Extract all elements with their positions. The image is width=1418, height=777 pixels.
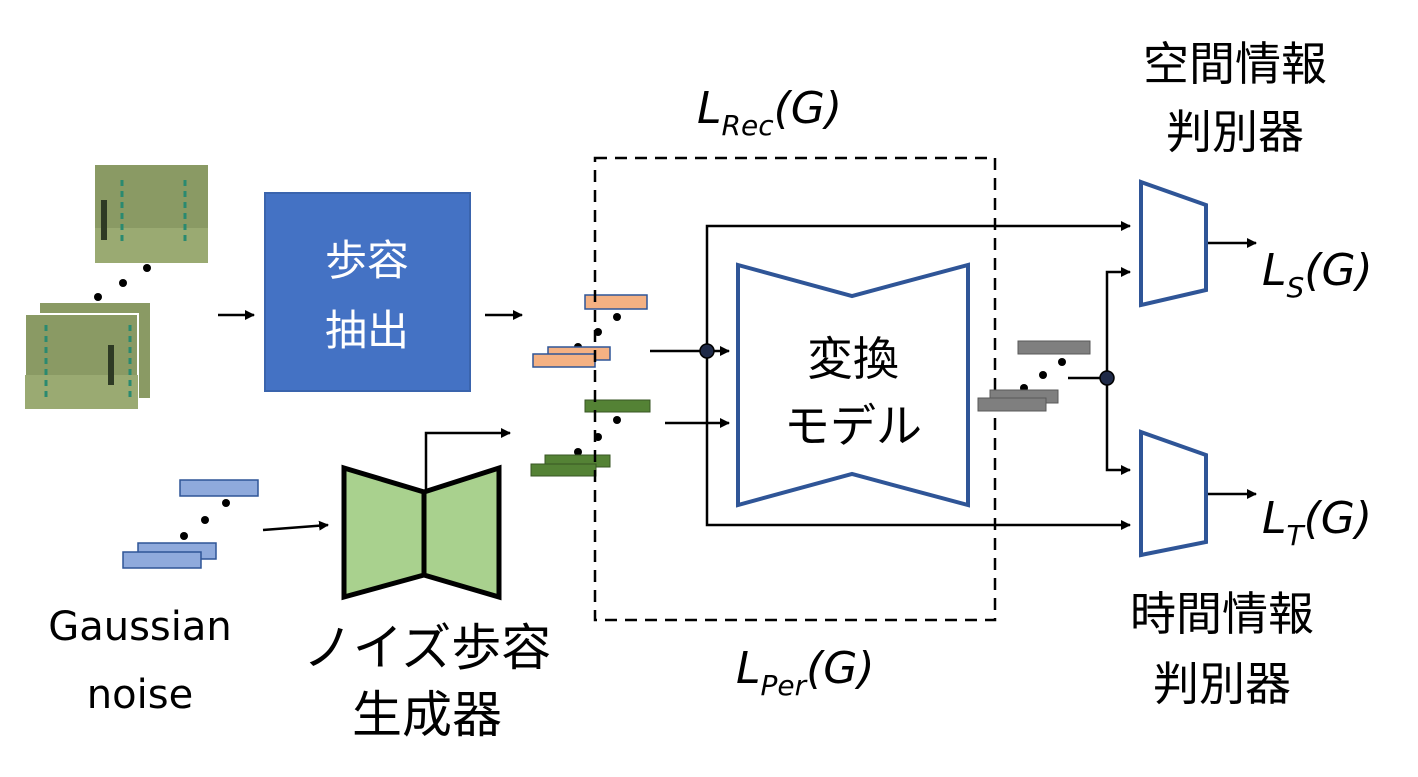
- spatial-discriminator-label-1: 空間情報: [1143, 37, 1327, 91]
- noise-gait-generator-shape: [341, 464, 502, 601]
- gaussian-noise-label-1: Gaussian: [48, 604, 232, 650]
- gaussian-noise-vectors: [122, 479, 259, 569]
- gait-frame-sequence: [24, 165, 208, 410]
- noise-generator-label-1: ノイズ歩容: [303, 619, 552, 677]
- arrow: [1105, 267, 1131, 378]
- junction-node: [699, 343, 715, 359]
- walker-figure: [101, 200, 107, 240]
- noise-vector: [122, 551, 202, 569]
- ellipsis-dot: [574, 448, 582, 456]
- ellipsis-dot: [222, 499, 230, 507]
- temporal-discriminator-label-2: 判別器: [1153, 657, 1291, 711]
- frame-floor: [95, 228, 208, 263]
- feature-vector: [584, 294, 648, 310]
- noise-generator-label-2: 生成器: [352, 686, 502, 744]
- temporal-discriminator-label-1: 時間情報: [1130, 587, 1314, 641]
- arrow: [424, 428, 511, 490]
- spatial-discriminator-shape: [1139, 179, 1208, 308]
- generator-encoder: [341, 464, 427, 601]
- spatial-discriminator-label-2: 判別器: [1166, 105, 1304, 159]
- ellipsis-dot: [613, 416, 621, 424]
- loss-t-label: LT(G): [1262, 493, 1372, 552]
- gait-extractor-box: [264, 192, 471, 392]
- loss-per-label: LPer(G): [736, 643, 875, 702]
- junction-node: [1099, 370, 1115, 386]
- arrow: [1105, 378, 1131, 475]
- ellipsis-dot: [180, 532, 188, 540]
- feature-vector: [530, 463, 597, 477]
- ellipsis-dot: [143, 264, 151, 272]
- ellipsis-dot: [1058, 358, 1066, 366]
- transform-model-label-2: モデル: [784, 399, 922, 453]
- ellipsis-dot: [1039, 371, 1047, 379]
- skip-connection-temporal: [705, 351, 1131, 530]
- loss-region-dashed-box: [593, 156, 997, 622]
- arrow: [262, 520, 329, 532]
- output-feature-vectors: [977, 340, 1091, 412]
- skip-connection-spatial: [705, 221, 1131, 351]
- gait-extractor-label-2: 抽出: [325, 306, 409, 355]
- ellipsis-dot: [201, 516, 209, 524]
- feature-vector: [1017, 340, 1091, 355]
- gaussian-noise-label-2: noise: [87, 672, 193, 718]
- feature-vector: [584, 399, 651, 413]
- transform-model-label-1: 変換: [807, 332, 899, 386]
- noise-feature-vectors: [530, 399, 651, 477]
- generator-decoder: [421, 464, 502, 601]
- loss-s-label: LS(G): [1262, 245, 1373, 304]
- frame-floor: [25, 375, 138, 409]
- feature-vector: [977, 397, 1047, 412]
- gait-frame-top: [95, 165, 208, 263]
- ellipsis-dot: [119, 279, 127, 287]
- gait-extractor-label-1: 歩容: [325, 236, 409, 285]
- walker-figure: [108, 345, 114, 385]
- temporal-discriminator-shape: [1139, 429, 1208, 558]
- ellipsis-dot: [613, 313, 621, 321]
- noise-vector: [179, 479, 259, 497]
- gait-frame-front: [24, 313, 139, 410]
- loss-rec-label: LRec(G): [697, 83, 842, 142]
- feature-vector: [532, 353, 596, 368]
- gait-feature-vectors: [532, 294, 648, 368]
- ellipsis-dot: [94, 293, 102, 301]
- transform-model-shape: [736, 262, 970, 508]
